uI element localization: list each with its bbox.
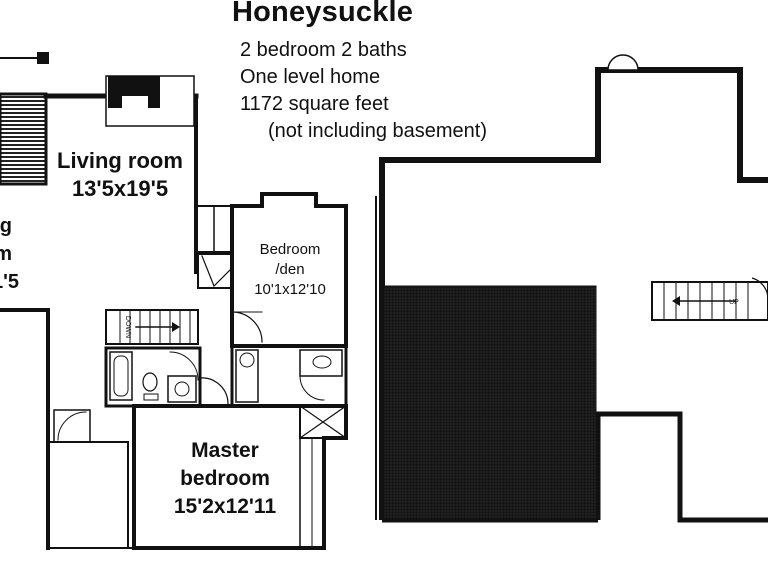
plan-title: Honeysuckle xyxy=(232,0,414,28)
plan-detail-basement-note: (not including basement) xyxy=(268,120,488,142)
room-master-bedroom-name: Master xyxy=(191,439,259,462)
stairs-up xyxy=(651,281,768,321)
room-bedroom-den-name: Bedroom xyxy=(259,241,321,258)
stairs-up-label: UP xyxy=(729,299,739,306)
plan-detail-square-feet: 1172 square feet xyxy=(240,93,389,115)
deck-hatching xyxy=(0,92,48,186)
room-living-room-size: 13'5x19'5 xyxy=(71,176,169,201)
room-master-bedroom: Master bedroom 15'2x12'11 xyxy=(140,437,310,521)
bathroom-1 xyxy=(104,346,202,408)
room-bedroom-den-name-2: /den xyxy=(275,261,305,278)
room-master-bedroom-name-2: bedroom xyxy=(180,467,270,490)
basement-plan xyxy=(375,54,768,523)
plan-detail-bedrooms: 2 bedroom 2 baths xyxy=(240,39,407,61)
stairs-down xyxy=(105,309,199,345)
main-floor-plan xyxy=(0,52,348,550)
room-bedroom-den: Bedroom /den 10'1x12'10 xyxy=(234,240,346,300)
room-bedroom-den-size: 10'1x12'10 xyxy=(254,281,326,298)
room-dining-partial-name: ing xyxy=(0,215,12,237)
unexcavated-area xyxy=(383,285,597,519)
room-master-bedroom-size: 15'2x12'11 xyxy=(173,495,277,518)
room-dining-partial: ing om 11'5 xyxy=(0,212,42,296)
bathroom-2 xyxy=(230,344,348,408)
plan-detail-level: One level home xyxy=(240,66,381,88)
room-living-room-name: Living room xyxy=(57,148,183,173)
room-dining-partial-name-2: om xyxy=(0,243,12,265)
master-closet xyxy=(299,405,347,549)
outlet-marker xyxy=(37,52,49,64)
fireplace xyxy=(105,75,195,127)
room-dining-partial-size: 11'5 xyxy=(0,271,20,293)
stairs-down-label: DOWN xyxy=(124,316,131,338)
room-living-room: Living room 13'5x19'5 xyxy=(48,147,192,203)
